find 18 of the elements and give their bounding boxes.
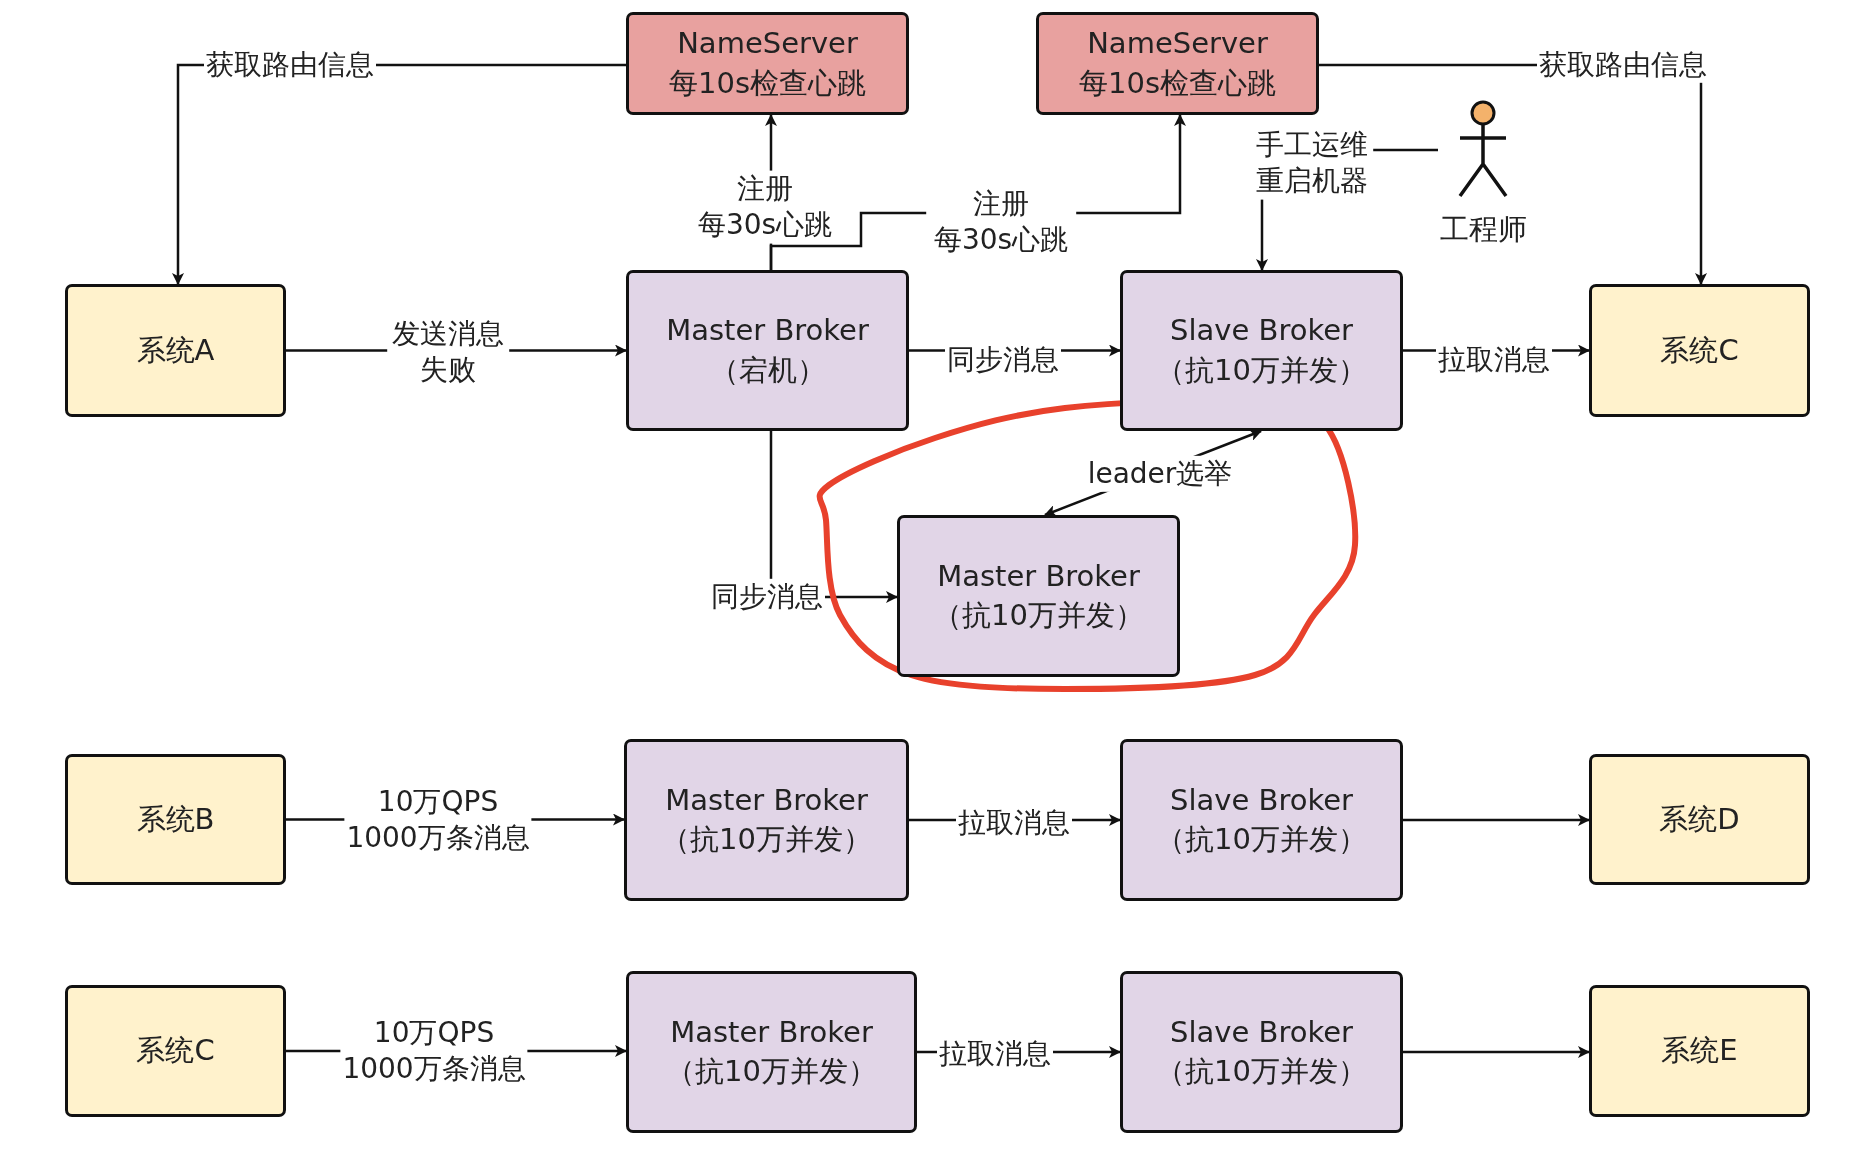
- broker-box: Slave Broker （抗10万并发）: [1120, 739, 1403, 901]
- server-box: NameServer 每10s检查心跳: [626, 12, 909, 115]
- arrow: [1403, 814, 1590, 826]
- system-box: 系统B: [65, 754, 286, 885]
- broker-box: Master Broker （抗10万并发）: [626, 971, 917, 1133]
- broker-box: Master Broker （宕机）: [626, 270, 909, 431]
- person-label: 工程师: [1439, 211, 1527, 248]
- system-box: 系统E: [1589, 985, 1810, 1117]
- broker-box: Master Broker （抗10万并发）: [897, 515, 1180, 677]
- broker-box: Slave Broker （抗10万并发）: [1120, 270, 1403, 431]
- arrow: [1403, 1046, 1590, 1058]
- broker-box: Slave Broker （抗10万并发）: [1120, 971, 1403, 1133]
- system-box: 系统C: [65, 985, 286, 1117]
- broker-box: Master Broker （抗10万并发）: [624, 739, 909, 901]
- system-box: 系统D: [1589, 754, 1810, 885]
- system-box: 系统A: [65, 284, 286, 417]
- system-box: 系统C: [1589, 284, 1810, 417]
- server-box: NameServer 每10s检查心跳: [1036, 12, 1319, 115]
